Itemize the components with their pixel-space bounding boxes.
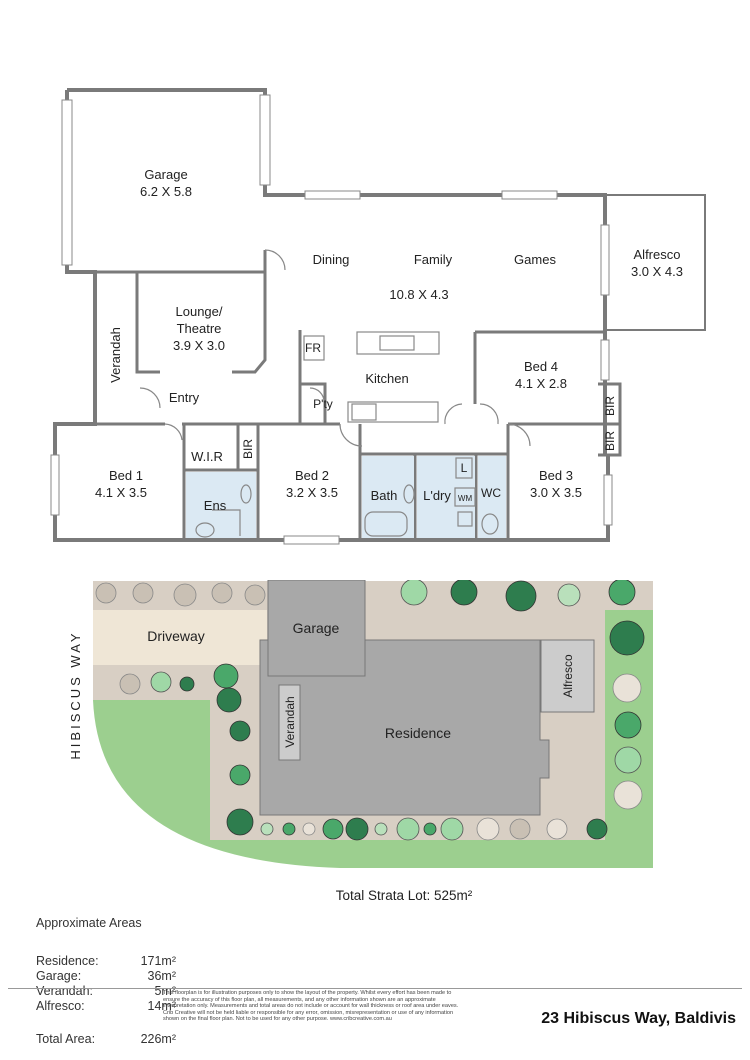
bir-label-2: BIR (603, 431, 617, 451)
bed3-label: Bed 3 (539, 468, 573, 483)
total-area-row: Total Area: 226m² (36, 1032, 176, 1047)
area-label: Garage: (36, 969, 82, 983)
linen-label: L (461, 461, 468, 475)
garage-site-label: Garage (293, 620, 340, 636)
entry-label: Entry (169, 390, 200, 405)
approximate-areas: Approximate Areas Residence: 171m² Garage… (36, 916, 176, 1047)
theatre-label: Theatre (177, 321, 222, 336)
interior-walls (67, 250, 622, 540)
alfresco-label: Alfresco (634, 247, 681, 262)
driveway-label: Driveway (147, 628, 205, 644)
verandah-footprint (278, 684, 301, 761)
footer-divider (8, 988, 742, 989)
total-area-label: Total Area: (36, 1032, 96, 1046)
area-row: Residence: 171m² (36, 954, 176, 969)
fridge-label: FR (305, 341, 321, 355)
washing-machine-label: WM (458, 494, 473, 503)
alfresco-site-label: Alfresco (561, 654, 575, 698)
floor-plan: Garage 6.2 X 5.8 Dining Family Games 10.… (50, 88, 706, 545)
areas-heading: Approximate Areas (36, 916, 142, 930)
area-value: 171m² (140, 954, 176, 968)
area-value: 5m² (154, 984, 176, 998)
family-label: Family (414, 252, 453, 267)
area-label: Verandah: (36, 984, 93, 998)
site-plan: Driveway Garage Verandah Residence Alfre… (68, 580, 653, 903)
bir-label-1: BIR (603, 396, 617, 416)
wet-areas (186, 456, 506, 538)
bed4-dims: 4.1 X 2.8 (515, 376, 567, 391)
verandah-label: Verandah (108, 327, 123, 383)
area-label: Alfresco: (36, 999, 85, 1013)
room-labels: Garage 6.2 X 5.8 Dining Family Games 10.… (95, 167, 683, 513)
driveway-area (93, 610, 267, 665)
bed3-dims: 3.0 X 3.5 (530, 485, 582, 500)
wir-label: W.I.R (191, 449, 223, 464)
door-swings (139, 249, 531, 447)
area-row: Alfresco: 14m² (36, 999, 176, 1014)
area-row: Garage: 36m² (36, 969, 176, 984)
verge (93, 700, 340, 868)
alfresco-footprint (540, 639, 595, 713)
dining-label: Dining (313, 252, 350, 267)
area-value: 36m² (147, 969, 176, 983)
total-lot-area: Total Strata Lot: 525m² (336, 888, 473, 903)
verandah-site-label: Verandah (283, 696, 297, 747)
street-name: HIBISCUS WAY (68, 630, 83, 759)
laundry-label: L'dry (423, 488, 451, 503)
fixtures (195, 331, 499, 538)
residence-label: Residence (385, 725, 451, 741)
ensuite-label: Ens (204, 498, 227, 513)
bed2-label: Bed 2 (295, 468, 329, 483)
pantry-label: P'ty (313, 397, 333, 411)
property-address: 23 Hibiscus Way, Baldivis (541, 1010, 736, 1027)
alfresco-dims: 3.0 X 4.3 (631, 264, 683, 279)
garage-label: Garage (144, 167, 187, 182)
bir-label-3: BIR (241, 439, 255, 459)
garage-dims: 6.2 X 5.8 (140, 184, 192, 199)
bed1-dims: 4.1 X 3.5 (95, 485, 147, 500)
area-row: Verandah: 5m² (36, 984, 176, 999)
total-area-value: 226m² (140, 1032, 176, 1046)
family-dims: 10.8 X 4.3 (389, 287, 448, 302)
wc-label: WC (481, 486, 501, 500)
disclaimer: This floorplan is for illustration purpo… (163, 990, 459, 1023)
bath-label: Bath (371, 488, 398, 503)
lounge-dims: 3.9 X 3.0 (173, 338, 225, 353)
area-label: Residence: (36, 954, 99, 968)
windows (50, 94, 613, 545)
bed1-label: Bed 1 (109, 468, 143, 483)
lounge-label: Lounge/ (176, 304, 223, 319)
kitchen-label: Kitchen (365, 371, 408, 386)
garage-footprint (267, 580, 366, 677)
trees (95, 580, 645, 841)
bed4-label: Bed 4 (524, 359, 558, 374)
area-value: 14m² (147, 999, 176, 1013)
bed2-dims: 3.2 X 3.5 (286, 485, 338, 500)
games-label: Games (514, 252, 556, 267)
